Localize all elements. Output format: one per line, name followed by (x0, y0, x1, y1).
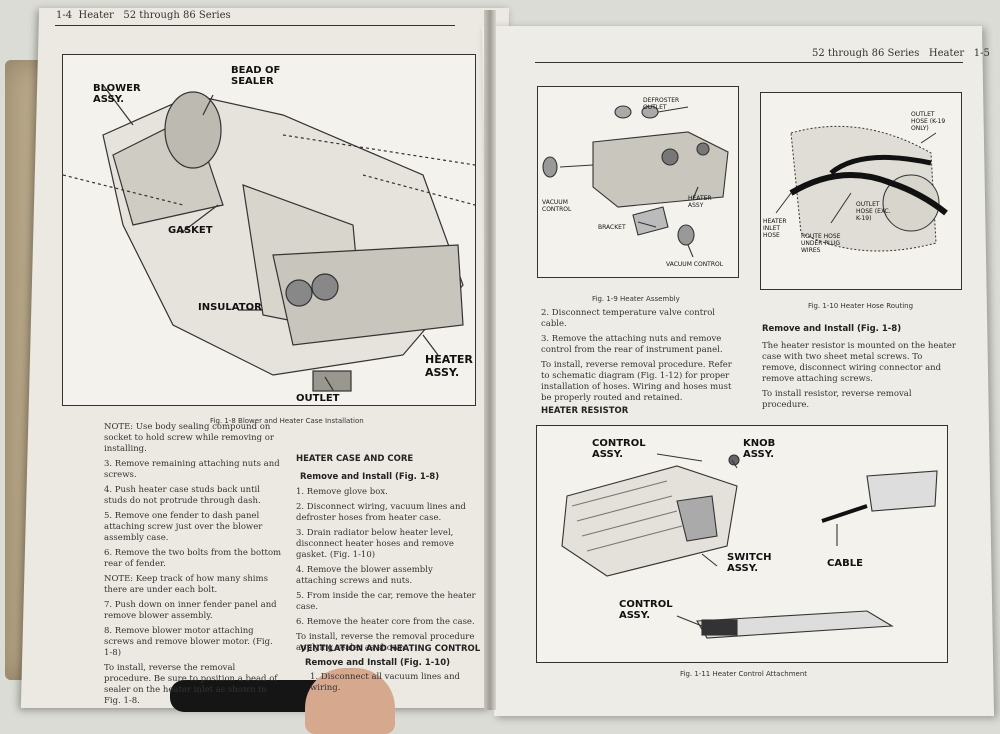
left-c1-p0: NOTE: Use body sealing compound on socke… (104, 422, 274, 454)
left-series: 52 through 86 Series (123, 10, 231, 21)
figure-1-10: OUTLET HOSE (K-19 ONLY) OUTLET HOSE (EXC… (760, 92, 962, 290)
figure-1-8: BLOWER ASSY. BEAD OF SEALER GASKET INSUL… (62, 54, 476, 406)
left-section: Heater (78, 10, 114, 21)
label-vacuum-control: VACUUM CONTROL (666, 261, 724, 268)
right-series: 52 through 86 Series (812, 48, 920, 59)
left-header-rule (55, 25, 455, 26)
label-control-assy-bottom: CONTROL ASSY. (619, 599, 673, 621)
left-c1-p6: 7. Push down on inner fender panel and r… (104, 600, 277, 621)
left-c2-p0: 1. Remove glove box. (296, 487, 388, 497)
left-page-number: 1-4 (56, 10, 73, 21)
blower-heater-drawing (63, 84, 475, 392)
left-column-2: 1. Remove glove box. 2. Disconnect wirin… (296, 487, 476, 658)
left-c1-p1: 3. Remove remaining attaching nuts and s… (104, 459, 280, 480)
left-c1-p2: 4. Push heater case studs back until stu… (104, 485, 261, 506)
sub-remove-install-2: Remove and Install (Fig. 1-10) (305, 658, 450, 668)
left-header: 1-4 Heater 52 through 86 Series (56, 10, 231, 21)
book-gutter (484, 10, 496, 710)
left-c2-p4: 5. From inside the car, remove the heate… (296, 591, 476, 612)
label-bead-of-sealer: BEAD OF SEALER (231, 65, 281, 87)
label-outlet-hose-exc: OUTLET HOSE (EXC. K-19) (856, 201, 891, 222)
label-knob-assy: KNOB ASSY. (743, 438, 776, 460)
left-c1-p3: 5. Remove one fender to dash panel attac… (104, 511, 263, 543)
right-c2-p1: To install resistor, reverse removal pro… (762, 389, 912, 410)
right-header-rule (535, 62, 963, 63)
right-c1-p0: 2. Disconnect temperature valve control … (541, 308, 716, 329)
thumb (305, 668, 395, 734)
heading-heater-resistor: HEATER RESISTOR (541, 406, 629, 416)
left-c1-p8: To install, reverse the removal procedur… (104, 663, 278, 706)
figure-1-11: CONTROL ASSY. KNOB ASSY. SWITCH ASSY. CA… (536, 425, 948, 663)
label-switch-assy: SWITCH ASSY. (727, 552, 772, 574)
left-c2-p1: 2. Disconnect wiring, vacuum lines and d… (296, 502, 466, 523)
label-route-hose: ROUTE HOSE UNDER PLUG WIRES (801, 233, 841, 254)
figure-1-9-caption: Fig. 1-9 Heater Assembly (592, 295, 680, 303)
label-control-assy-top: CONTROL ASSY. (592, 438, 646, 460)
right-section: Heater (928, 48, 965, 59)
label-insulator: INSULATOR (198, 302, 262, 313)
label-heater-assy: HEATER ASSY. (425, 353, 473, 379)
right-header: 52 through 86 Series Heater 1-5 (812, 48, 990, 59)
figure-1-9: DEFROSTER OUTLET VACUUM CONTROL HEATER A… (537, 86, 739, 278)
heading-heater-case: HEATER CASE AND CORE (296, 454, 414, 464)
sub-remove-install-1: Remove and Install (Fig. 1-8) (300, 472, 440, 482)
label-outlet-hose-k19: OUTLET HOSE (K-19 ONLY) (911, 111, 946, 132)
heater-control-drawing (561, 453, 938, 639)
label-blower-assy: BLOWER ASSY. (93, 83, 141, 105)
label-gasket: GASKET (168, 225, 213, 236)
right-c1-p1: 3. Remove the attaching nuts and remove … (541, 334, 723, 355)
heater-hose-routing-drawing (775, 125, 948, 252)
figure-1-8-caption: Fig. 1-8 Blower and Heater Case Installa… (210, 417, 364, 425)
right-column-1: 2. Disconnect temperature valve control … (541, 308, 741, 408)
figure-1-11-caption: Fig. 1-11 Heater Control Attachment (680, 670, 808, 678)
left-c1-p7: 8. Remove blower motor attaching screws … (104, 626, 273, 658)
left-c2-p3: 4. Remove the blower assembly attaching … (296, 565, 433, 586)
left-column-2-tail: 1. Disconnect all vacuum lines and wirin… (310, 672, 460, 693)
label-vacuum-control-left: VACUUM CONTROL (542, 199, 572, 213)
right-c2-p0: The heater resistor is mounted on the he… (762, 341, 956, 384)
figure-1-10-caption: Fig. 1-10 Heater Hose Routing (808, 302, 914, 310)
label-cable: CABLE (827, 558, 863, 569)
right-column-2: The heater resistor is mounted on the he… (762, 341, 957, 415)
left-c2-p5: 6. Remove the heater core from the case. (296, 617, 475, 627)
left-c2-p2: 3. Drain radiator below heater level, di… (296, 528, 454, 560)
heading-ventilation: VENTILATION AND HEATING CONTROL (300, 644, 481, 654)
sub-remove-install-3: Remove and Install (Fig. 1-8) (762, 324, 902, 334)
left-c2-p6: To install, reverse the removal procedur… (296, 632, 475, 653)
label-bracket: BRACKET (598, 224, 626, 231)
label-outlet: OUTLET (296, 393, 340, 404)
label-heater-inlet-hose: HEATER INLET HOSE (763, 218, 787, 239)
right-c1-p2: To install, reverse removal procedure. R… (541, 360, 732, 403)
left-c1-p4: 6. Remove the two bolts from the bottom … (104, 548, 282, 569)
heater-assembly-drawing (542, 105, 729, 258)
label-heater-assy-small: HEATER ASSY (688, 195, 712, 209)
left-column-1: NOTE: Use body sealing compound on socke… (104, 422, 282, 711)
label-defroster-outlet: DEFROSTER OUTLET (643, 97, 680, 111)
right-page-number: 1-5 (973, 48, 990, 59)
left-c1-p5: NOTE: Keep track of how many shims there… (104, 574, 268, 595)
